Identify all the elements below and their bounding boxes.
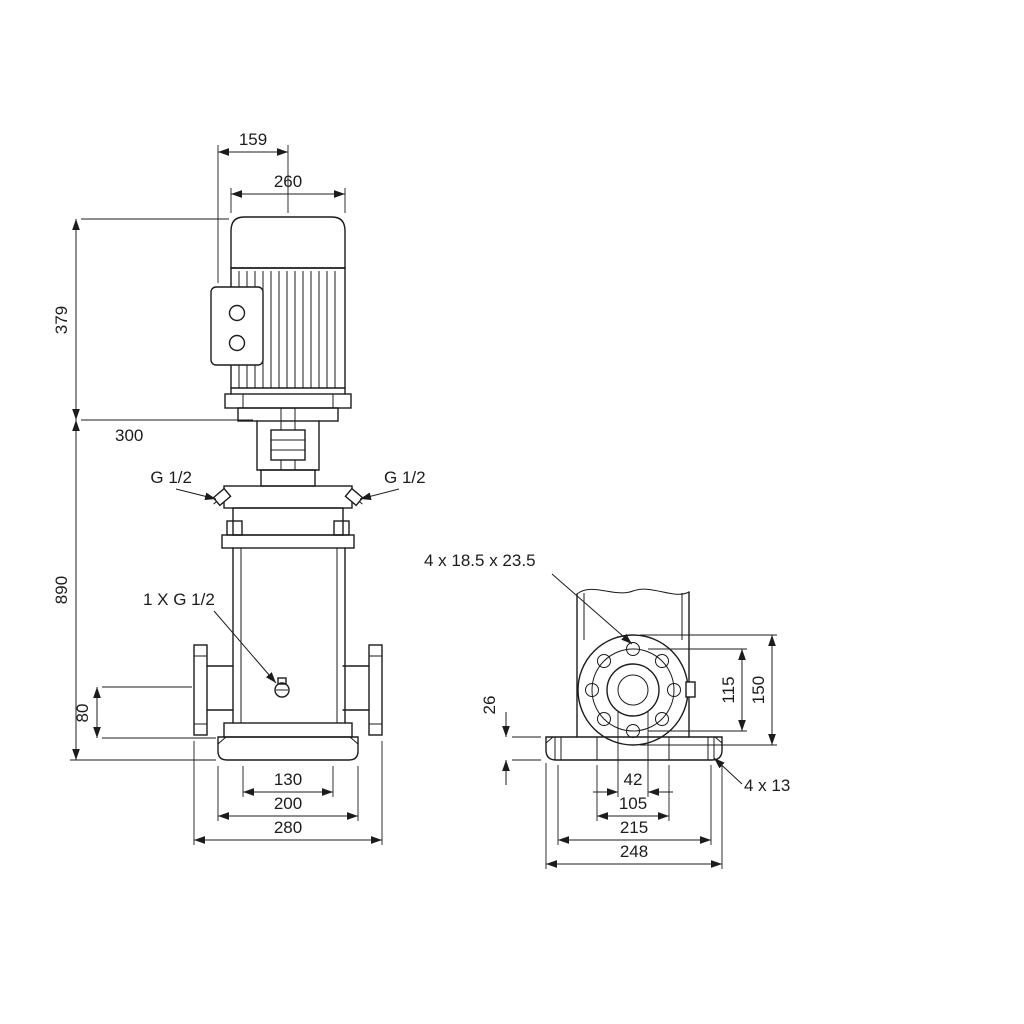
bolt-hole — [655, 712, 669, 726]
top-chamber-plate — [221, 534, 355, 549]
motor-stool-top — [237, 407, 339, 422]
bolt-hole — [597, 712, 611, 726]
raised-face-circle — [606, 663, 660, 717]
pump-head — [212, 469, 364, 549]
dim-label-248: 248 — [620, 842, 648, 861]
motor-fan-cover — [230, 216, 346, 269]
dimensions-front: 159 260 379 890 300 — [52, 130, 426, 845]
plug-label-right: G 1/2 — [384, 468, 426, 487]
dim-label-200: 200 — [274, 794, 302, 813]
dim-label-260: 260 — [274, 172, 302, 191]
base-holes-label: 4 x 13 — [744, 776, 790, 795]
staybolt-nut-left — [226, 520, 243, 536]
vent-plug-left — [212, 487, 232, 507]
dim-260: 260 — [230, 172, 346, 213]
dim-26: 26 — [480, 696, 541, 785]
dim-label-300: 300 — [115, 426, 143, 445]
dim-248: 248 — [545, 763, 723, 869]
drain-plug — [274, 682, 290, 698]
front-view: 159 260 379 890 300 — [52, 130, 426, 845]
bolt-hole — [585, 683, 599, 697]
chamber-stack — [223, 547, 353, 738]
flange-outer-circle — [577, 634, 689, 746]
dim-200: 200 — [217, 766, 359, 821]
coupling-section — [256, 408, 320, 471]
side-base — [545, 736, 723, 761]
bolt-hole — [655, 654, 669, 668]
flange-holes-label: 4 x 18.5 x 23.5 — [424, 551, 536, 570]
dim-890: 890 — [52, 419, 253, 761]
drain-label: 1 X G 1/2 — [143, 590, 215, 609]
dim-280: 280 — [193, 741, 383, 845]
dim-379: 379 — [52, 218, 229, 420]
dim-label-890: 890 — [52, 576, 71, 604]
side-tab — [685, 681, 696, 698]
dim-105: 105 — [596, 765, 670, 821]
dim-label-115: 115 — [719, 676, 738, 703]
dim-label-215: 215 — [620, 818, 648, 837]
bolt-circle — [591, 648, 675, 732]
dim-159: 159 — [217, 130, 289, 283]
dimensions-side: 4 x 18.5 x 23.5 26 115 150 — [424, 551, 790, 869]
dim-150: 150 — [640, 634, 777, 746]
bottom-chamber-flange — [223, 722, 353, 738]
motor — [210, 216, 352, 422]
dim-label-280: 280 — [274, 818, 302, 837]
vent-plug-right — [344, 487, 364, 507]
terminal-box — [210, 286, 264, 366]
port-flange-face — [577, 634, 696, 746]
dim-label-42: 42 — [624, 770, 643, 789]
label-base-holes: 4 x 13 — [713, 757, 790, 795]
drain-plug-boss — [277, 677, 287, 685]
label-drain: 1 X G 1/2 — [143, 590, 277, 684]
dim-label-150: 150 — [749, 676, 768, 704]
dim-label-379: 379 — [52, 306, 71, 334]
bolt-hole — [626, 642, 640, 656]
break-line — [576, 588, 690, 595]
suction-flange — [193, 644, 208, 736]
cable-entry-bottom — [228, 334, 246, 352]
dim-label-26: 26 — [480, 696, 499, 715]
bore-circle — [617, 674, 649, 706]
bolt-hole — [597, 654, 611, 668]
dim-label-130: 130 — [274, 770, 302, 789]
cable-entry-top — [228, 304, 246, 322]
bolt-hole — [667, 683, 681, 697]
label-g12-right: G 1/2 — [359, 468, 426, 500]
dim-130: 130 — [242, 766, 334, 797]
motor-flange — [224, 393, 352, 409]
dim-label-105: 105 — [619, 794, 647, 813]
pump-base — [217, 736, 359, 761]
dim-300: 300 — [115, 426, 143, 445]
coupling — [270, 429, 306, 461]
side-column — [576, 588, 690, 738]
discharge-flange — [368, 644, 383, 736]
label-g12-left: G 1/2 — [150, 468, 217, 501]
dim-42: 42 — [593, 712, 673, 797]
dim-label-80: 80 — [73, 704, 92, 723]
dim-label-159: 159 — [239, 130, 267, 149]
dim-215: 215 — [557, 765, 712, 845]
dim-80: 80 — [73, 686, 216, 739]
label-flange-holes: 4 x 18.5 x 23.5 — [424, 551, 633, 645]
side-view: 4 x 18.5 x 23.5 26 115 150 — [424, 551, 790, 869]
plug-label-left: G 1/2 — [150, 468, 192, 487]
dim-115: 115 — [648, 648, 747, 732]
ports — [193, 644, 383, 736]
staybolt-nut-right — [333, 520, 350, 536]
